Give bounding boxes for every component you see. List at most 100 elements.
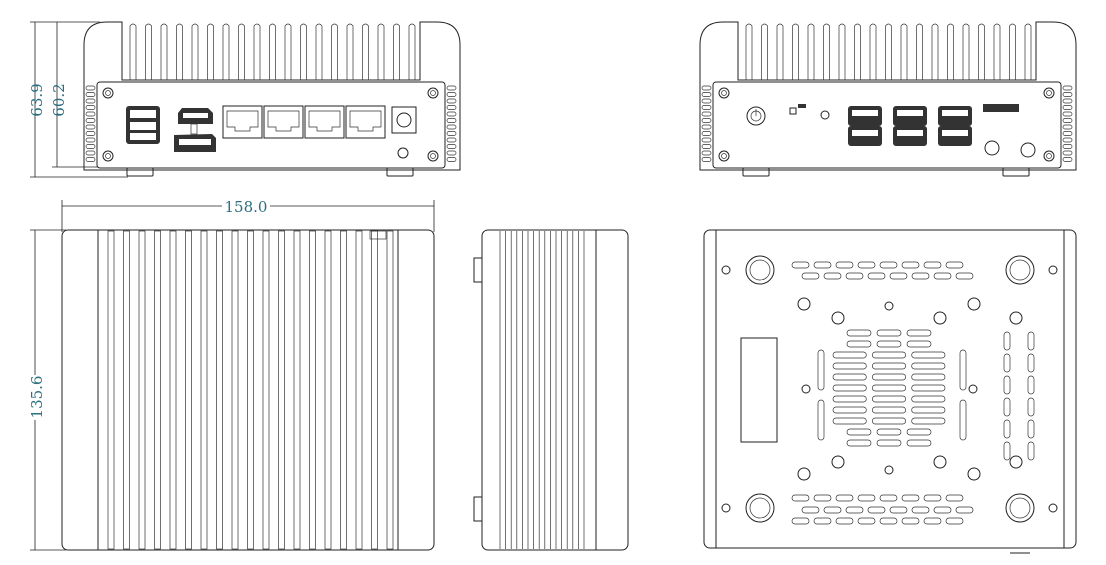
vent-slot (817, 399, 825, 441)
side-fin (1062, 85, 1073, 91)
vent-slot (911, 272, 930, 280)
heatsink-fin (962, 23, 970, 80)
vent-slot (871, 373, 907, 381)
vent-slot (923, 494, 942, 502)
vent-slot (879, 261, 898, 269)
side-fin (446, 118, 457, 123)
heatsink-fin (1024, 23, 1032, 80)
screw-icon (102, 87, 114, 99)
side-fin (701, 118, 712, 123)
heatsink-fin (176, 23, 183, 80)
side-fin (446, 157, 457, 162)
side-fin (85, 118, 96, 123)
heatsink-fin (393, 23, 400, 80)
side-fin (701, 92, 712, 97)
vent-slot (911, 506, 930, 514)
mount-hole (933, 311, 947, 325)
overall-height-label: 63.9 (28, 83, 46, 116)
heatsink-fin (185, 230, 192, 550)
rj45-port-icon (304, 105, 345, 139)
vent-slot (846, 428, 872, 436)
vent-slot (832, 373, 867, 381)
bottom-feet (721, 255, 1058, 523)
screw-icon (718, 150, 730, 162)
vent-slot (823, 506, 842, 514)
rj45-port-icon (222, 105, 263, 139)
side-fin (85, 85, 96, 91)
side-fin (85, 111, 96, 117)
vent-slot (791, 261, 810, 269)
heatsink-fin (776, 23, 784, 80)
side-fin (1062, 144, 1073, 149)
vent-slot (1027, 331, 1035, 351)
vent-slot (906, 329, 932, 337)
vent-slot (1003, 419, 1011, 439)
side-fin (85, 105, 96, 110)
displayport-icon (174, 123, 216, 152)
usb-port-icon (893, 106, 927, 126)
screw-icon (721, 265, 731, 275)
side-fin (85, 157, 96, 162)
rj45-socket (267, 110, 300, 132)
side-fin (1062, 157, 1073, 162)
rubber-foot-inner (1009, 497, 1031, 519)
vent-slot (1003, 441, 1011, 461)
rubber-foot-inner (749, 259, 771, 281)
rubber-foot (1005, 255, 1035, 285)
vent-slot (835, 517, 854, 525)
vent-slot (876, 439, 902, 447)
side-fin (1062, 98, 1073, 104)
vent-slot (959, 399, 967, 441)
vent-slot (845, 506, 864, 514)
usb-port-icon (126, 106, 160, 144)
heatsink-fin (107, 230, 115, 550)
heatsink-fin (916, 23, 923, 80)
side-fin (1062, 124, 1073, 130)
screw-icon (718, 87, 730, 99)
side-fin (85, 98, 96, 104)
heatsink-fin (377, 23, 385, 80)
side-fin (1062, 105, 1073, 110)
vent-slot (871, 362, 907, 370)
mount-hole (797, 467, 811, 481)
side-fin (85, 144, 96, 149)
vent-slot (911, 351, 946, 359)
heatsink-fin (154, 230, 161, 550)
heatsink-fin (300, 23, 307, 80)
vent-slot (817, 349, 825, 391)
vent-slot (1003, 397, 1011, 417)
rj45-socket (349, 110, 382, 132)
vent-slot (832, 395, 867, 403)
vent-slot (901, 494, 920, 502)
heatsink-fin (238, 23, 245, 80)
heatsink-fin (408, 23, 416, 80)
vent-slot (835, 494, 854, 502)
vent-slot (813, 494, 832, 502)
side-fin (1062, 92, 1073, 97)
heatsink-fin (823, 23, 830, 80)
dc-power-jack-icon (396, 112, 412, 128)
screw-icon (427, 87, 439, 99)
vent-slot (1027, 397, 1035, 417)
mic-icon (820, 110, 830, 120)
heatsink-fin (262, 230, 270, 550)
vent-slot (871, 384, 907, 392)
vent-slot (901, 261, 920, 269)
heatsink-fin (386, 230, 394, 550)
side-fin (446, 98, 457, 104)
vent-slot (867, 272, 886, 280)
foot (126, 167, 154, 177)
vent-slot (933, 506, 952, 514)
side-fin (701, 111, 712, 117)
rubber-foot (1005, 493, 1035, 523)
vent-slot (846, 439, 872, 447)
led-icon (798, 104, 806, 108)
rj45-port-icon (345, 105, 386, 139)
vent-slot (832, 417, 867, 425)
front-top-fins (129, 23, 416, 80)
vent-slot (923, 517, 942, 525)
heatsink-fin (138, 230, 146, 550)
heatsink-fin (123, 230, 130, 550)
vent-slot (879, 517, 898, 525)
